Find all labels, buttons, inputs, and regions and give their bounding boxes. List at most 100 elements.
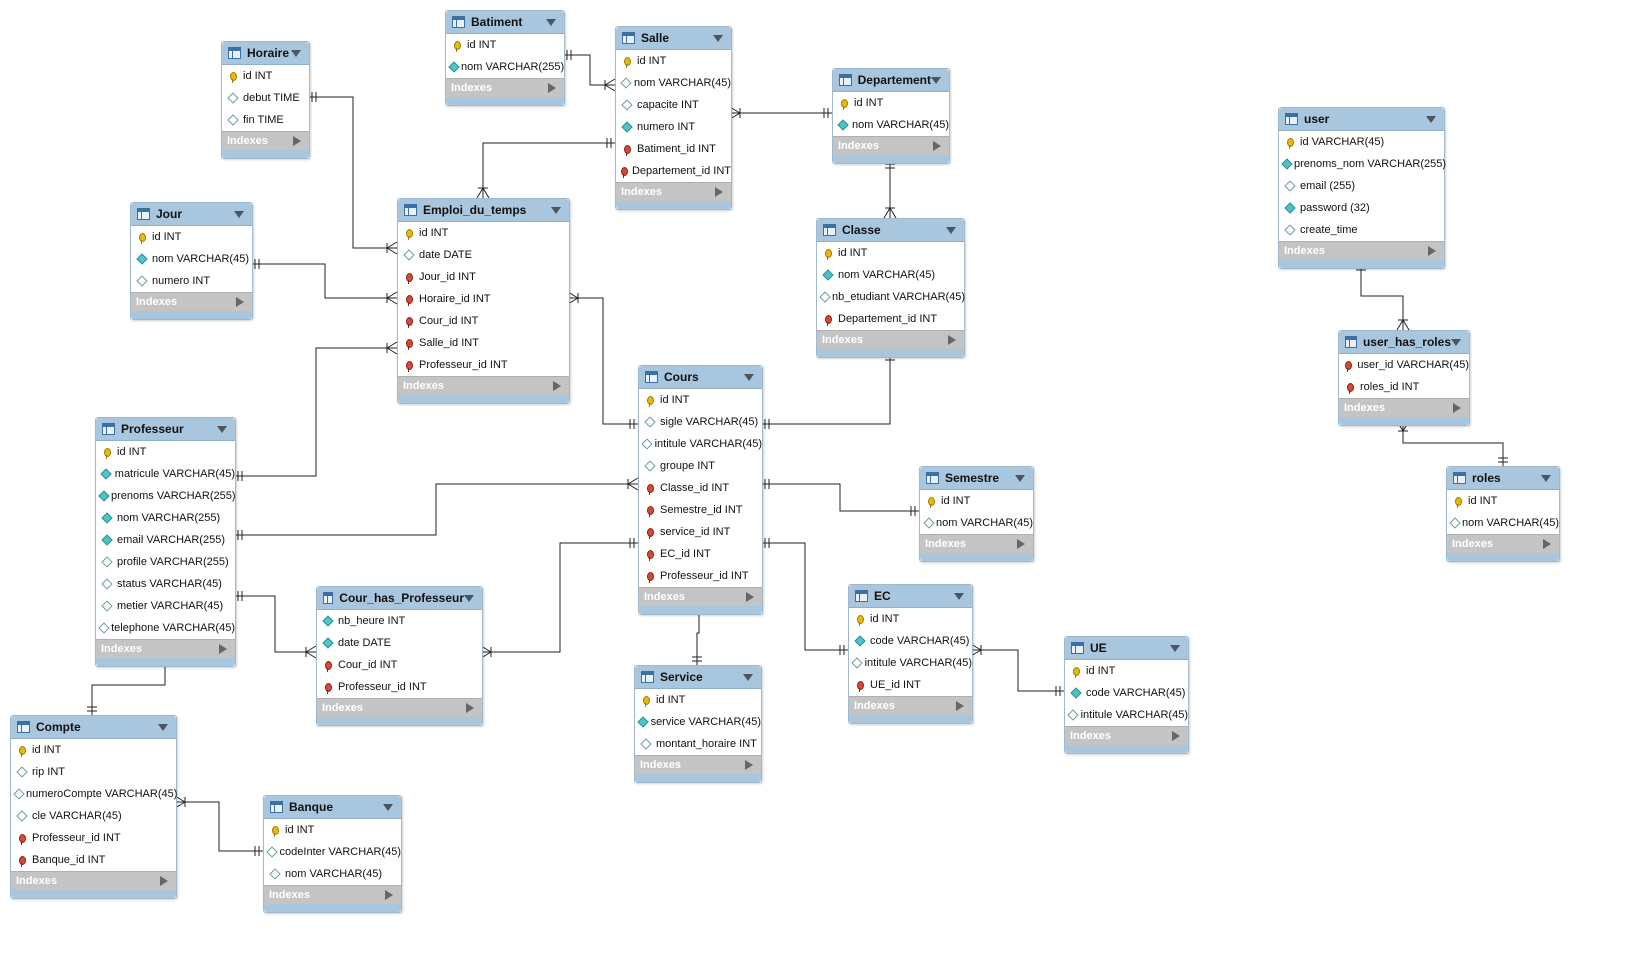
table-column[interactable]: nom VARCHAR(45) [817, 264, 964, 286]
table-header[interactable]: Cour_has_Professeur [317, 587, 482, 610]
table-header[interactable]: Jour [131, 203, 252, 226]
table-column[interactable]: Classe_id INT [639, 477, 762, 499]
table-column[interactable]: id INT [635, 689, 761, 711]
table-column[interactable]: id INT [616, 50, 731, 72]
expand-indexes-icon[interactable] [466, 703, 474, 713]
table-column[interactable]: nom VARCHAR(255) [446, 56, 564, 78]
expand-indexes-icon[interactable] [1453, 403, 1461, 413]
table-column[interactable]: Jour_id INT [398, 266, 569, 288]
indexes-section[interactable]: Indexes [264, 885, 401, 904]
indexes-section[interactable]: Indexes [833, 136, 949, 155]
table-column[interactable]: matricule VARCHAR(45) [96, 463, 235, 485]
indexes-section[interactable]: Indexes [1279, 241, 1444, 260]
table-header[interactable]: Banque [264, 796, 401, 819]
table-column[interactable]: fin TIME [222, 109, 309, 131]
collapse-arrow-icon[interactable] [383, 803, 393, 811]
expand-indexes-icon[interactable] [1543, 539, 1551, 549]
collapse-arrow-icon[interactable] [743, 673, 753, 681]
collapse-arrow-icon[interactable] [234, 210, 244, 218]
collapse-arrow-icon[interactable] [931, 76, 941, 84]
expand-indexes-icon[interactable] [548, 83, 556, 93]
table-column[interactable]: nom VARCHAR(45) [833, 114, 949, 136]
indexes-section[interactable]: Indexes [446, 78, 564, 97]
table-column[interactable]: id INT [11, 739, 176, 761]
table-column[interactable]: Banque_id INT [11, 849, 176, 871]
table-column[interactable]: date DATE [398, 244, 569, 266]
collapse-arrow-icon[interactable] [954, 592, 964, 600]
table-column[interactable]: prenoms_nom VARCHAR(255) [1279, 153, 1446, 175]
table-column[interactable]: Professeur_id INT [639, 565, 762, 587]
table-column[interactable]: intitule VARCHAR(45) [639, 433, 762, 455]
table-column[interactable]: sigle VARCHAR(45) [639, 411, 762, 433]
table-column[interactable]: id INT [222, 65, 309, 87]
table-column[interactable]: nom VARCHAR(45) [616, 72, 731, 94]
table-column[interactable]: nom VARCHAR(45) [920, 512, 1033, 534]
table-header[interactable]: Professeur [96, 418, 235, 441]
indexes-section[interactable]: Indexes [635, 755, 761, 774]
table-header[interactable]: Emploi_du_temps [398, 199, 569, 222]
collapse-arrow-icon[interactable] [1015, 474, 1025, 482]
indexes-section[interactable]: Indexes [96, 639, 235, 658]
table-column[interactable]: Departement_id INT [616, 160, 731, 182]
collapse-arrow-icon[interactable] [546, 18, 556, 26]
table-column[interactable]: nom VARCHAR(45) [264, 863, 401, 885]
table-column[interactable]: Professeur_id INT [11, 827, 176, 849]
table-header[interactable]: UE [1065, 637, 1188, 660]
table-column[interactable]: profile VARCHAR(255) [96, 551, 235, 573]
expand-indexes-icon[interactable] [1017, 539, 1025, 549]
indexes-section[interactable]: Indexes [317, 698, 482, 717]
expand-indexes-icon[interactable] [385, 890, 393, 900]
table-column[interactable]: UE_id INT [849, 674, 972, 696]
table-column[interactable]: prenoms VARCHAR(255) [96, 485, 236, 507]
expand-indexes-icon[interactable] [948, 335, 956, 345]
table-column[interactable]: create_time [1279, 219, 1444, 241]
collapse-arrow-icon[interactable] [217, 425, 227, 433]
table-column[interactable]: Salle_id INT [398, 332, 569, 354]
table-column[interactable]: roles_id INT [1339, 376, 1469, 398]
table-column[interactable]: numero INT [616, 116, 731, 138]
table-header[interactable]: Service [635, 666, 761, 689]
expand-indexes-icon[interactable] [219, 644, 227, 654]
indexes-section[interactable]: Indexes [222, 131, 309, 150]
table-column[interactable]: numero INT [131, 270, 252, 292]
table-column[interactable]: Batiment_id INT [616, 138, 731, 160]
expand-indexes-icon[interactable] [715, 187, 723, 197]
table-header[interactable]: Classe [817, 219, 964, 242]
table-column[interactable]: Departement_id INT [817, 308, 964, 330]
indexes-section[interactable]: Indexes [1065, 726, 1188, 745]
table-column[interactable]: montant_horaire INT [635, 733, 761, 755]
table-column[interactable]: numeroCompte VARCHAR(45) [11, 783, 177, 805]
expand-indexes-icon[interactable] [1172, 731, 1180, 741]
table-column[interactable]: service VARCHAR(45) [635, 711, 761, 733]
table-column[interactable]: EC_id INT [639, 543, 762, 565]
collapse-arrow-icon[interactable] [1451, 338, 1461, 346]
expand-indexes-icon[interactable] [933, 141, 941, 151]
collapse-arrow-icon[interactable] [713, 34, 723, 42]
expand-indexes-icon[interactable] [956, 701, 964, 711]
indexes-section[interactable]: Indexes [817, 330, 964, 349]
table-header[interactable]: Compte [11, 716, 176, 739]
table-column[interactable]: nom VARCHAR(255) [96, 507, 235, 529]
collapse-arrow-icon[interactable] [1541, 474, 1551, 482]
table-column[interactable]: Professeur_id INT [317, 676, 482, 698]
collapse-arrow-icon[interactable] [158, 723, 168, 731]
collapse-arrow-icon[interactable] [551, 206, 561, 214]
collapse-arrow-icon[interactable] [1426, 115, 1436, 123]
table-column[interactable]: cle VARCHAR(45) [11, 805, 176, 827]
table-column[interactable]: user_id VARCHAR(45) [1339, 354, 1469, 376]
table-column[interactable]: Horaire_id INT [398, 288, 569, 310]
expand-indexes-icon[interactable] [745, 760, 753, 770]
